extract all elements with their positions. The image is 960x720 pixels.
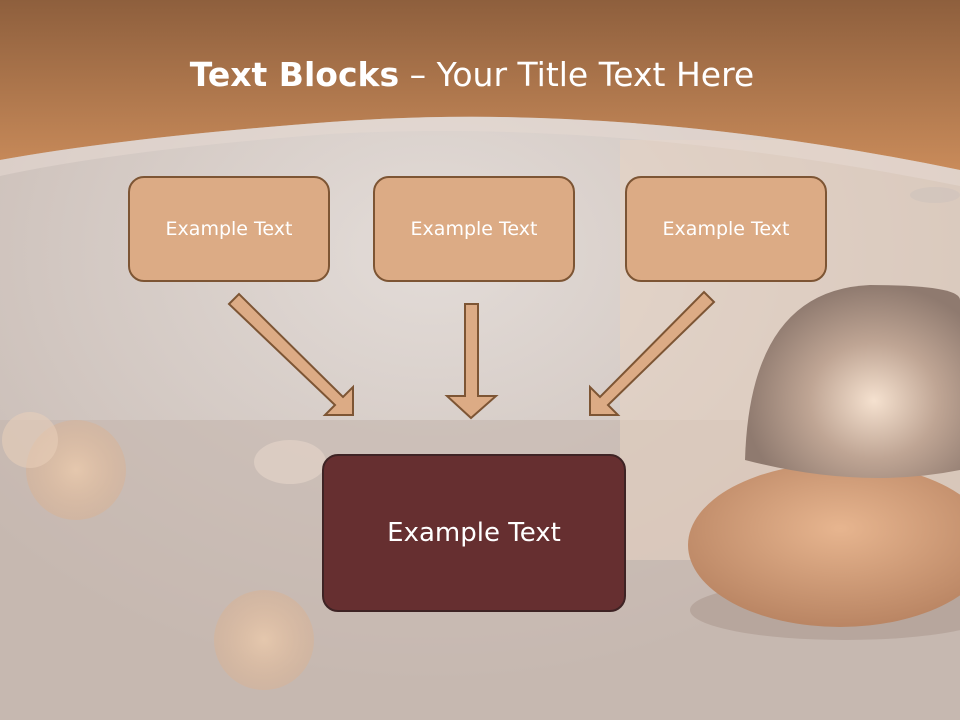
title-bold: Text Blocks	[189, 55, 400, 94]
title-rest: Your Title Text Here	[436, 55, 755, 94]
arrow-right-diagonal	[589, 290, 716, 416]
arrow-left-diagonal	[227, 292, 354, 416]
text-block-top-left[interactable]: Example Text	[128, 176, 330, 282]
text-block-bottom[interactable]: Example Text	[322, 454, 626, 612]
text-block-top-right[interactable]: Example Text	[625, 176, 827, 282]
title-dash: –	[399, 55, 437, 94]
text-block-top-center[interactable]: Example Text	[373, 176, 575, 282]
slide-title: Text Blocks – Your Title Text Here	[0, 52, 944, 98]
arrow-center-down	[444, 303, 499, 420]
